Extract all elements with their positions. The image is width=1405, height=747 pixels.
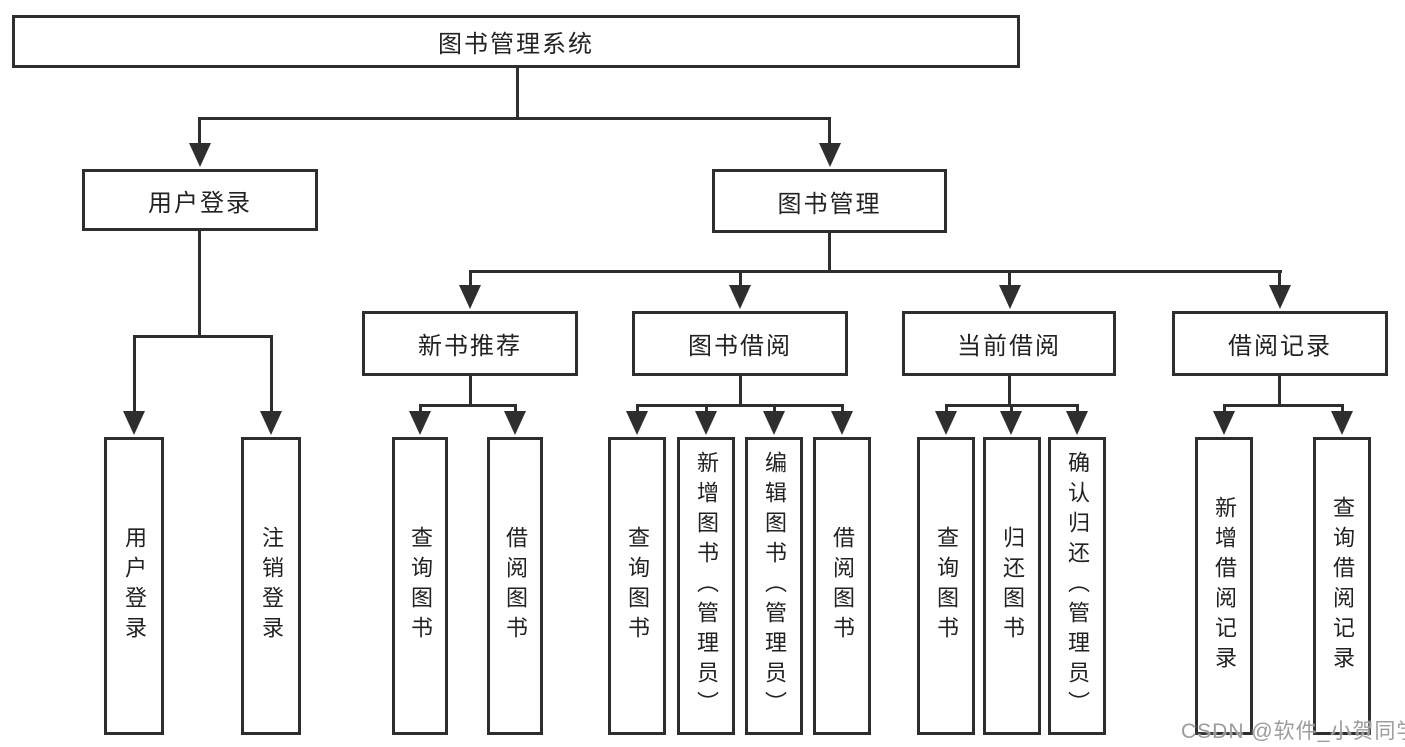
node-book-management-label: 图书管理: [777, 190, 882, 218]
arrowhead-down-icon: [1269, 285, 1291, 309]
node-bb-add-books-admin: 新增图书（管理员）: [677, 437, 735, 735]
connector: [739, 270, 742, 292]
node-borrowing-records-label: 借阅记录: [1228, 333, 1332, 360]
arrowhead-down-icon: [409, 411, 431, 435]
node-cb-return-books: 归还图书: [983, 437, 1041, 735]
connector: [419, 404, 422, 416]
arrowhead-down-icon: [459, 285, 481, 309]
connector: [514, 404, 517, 416]
arrowhead-down-icon: [189, 143, 211, 167]
arrowhead-down-icon: [1213, 411, 1235, 435]
connector: [828, 117, 831, 147]
node-login: 用户登录: [104, 437, 164, 735]
connector: [1278, 376, 1281, 407]
node-bb-edit-books-admin: 编辑图书（管理员）: [745, 437, 803, 735]
node-logout: 注销登录: [241, 437, 301, 735]
node-rec-borrow-books-label: 借阅图书: [503, 526, 528, 646]
node-user-login: 用户登录: [82, 169, 318, 231]
connector: [841, 404, 844, 416]
connector: [270, 335, 273, 415]
arrowhead-down-icon: [260, 411, 282, 435]
connector: [1223, 404, 1344, 407]
node-user-login-label: 用户登录: [148, 189, 252, 217]
node-rec-borrow-books: 借阅图书: [487, 437, 543, 735]
node-br-query-record-label: 查询借阅记录: [1330, 496, 1355, 676]
node-library-system-label: 图书管理系统: [438, 31, 594, 58]
connector: [1008, 376, 1011, 407]
arrowhead-down-icon: [1331, 411, 1353, 435]
arrowhead-down-icon: [763, 411, 785, 435]
arrowhead-down-icon: [935, 411, 957, 435]
node-bb-edit-books-admin-label: 编辑图书（管理员）: [762, 451, 787, 721]
node-rec-query-books-label: 查询图书: [408, 526, 433, 646]
connector: [773, 404, 776, 416]
connector: [1010, 404, 1013, 416]
connector: [636, 404, 844, 407]
node-new-book-recommend-label: 新书推荐: [418, 333, 522, 360]
node-current-borrowing-label: 当前借阅: [957, 333, 1061, 360]
arrowhead-down-icon: [626, 411, 648, 435]
arrowhead-down-icon: [999, 285, 1021, 309]
arrowhead-down-icon: [819, 143, 841, 167]
node-library-system: 图书管理系统: [12, 15, 1020, 68]
arrowhead-down-icon: [831, 411, 853, 435]
connector: [1341, 404, 1344, 416]
node-current-borrowing: 当前借阅: [902, 311, 1116, 376]
connector: [419, 404, 517, 407]
node-logout-label: 注销登录: [259, 526, 284, 646]
node-cb-return-books-label: 归还图书: [1000, 526, 1025, 646]
connector: [469, 270, 472, 292]
node-cb-query-books: 查询图书: [917, 437, 975, 735]
connector: [1008, 270, 1011, 292]
node-book-borrowing: 图书借阅: [632, 311, 848, 376]
node-cb-query-books-label: 查询图书: [934, 526, 959, 646]
node-rec-query-books: 查询图书: [392, 437, 448, 735]
arrowhead-down-icon: [1066, 411, 1088, 435]
node-bb-query-books: 查询图书: [608, 437, 666, 735]
connector: [516, 67, 519, 119]
connector: [636, 404, 639, 416]
connector: [705, 404, 708, 416]
connector: [1278, 270, 1281, 292]
arrowhead-down-icon: [695, 411, 717, 435]
arrowhead-down-icon: [504, 411, 526, 435]
connector: [828, 233, 831, 273]
node-book-management: 图书管理: [712, 169, 947, 233]
node-br-add-record: 新增借阅记录: [1195, 437, 1253, 735]
node-bb-borrow-books: 借阅图书: [813, 437, 871, 735]
connector: [739, 376, 742, 407]
node-bb-add-books-admin-label: 新增图书（管理员）: [694, 451, 719, 721]
connector: [945, 404, 948, 416]
node-bb-borrow-books-label: 借阅图书: [830, 526, 855, 646]
connector: [469, 376, 472, 407]
arrowhead-down-icon: [123, 411, 145, 435]
csdn-watermark: CSDN @软件_小贺同学: [1181, 720, 1405, 743]
connector: [469, 270, 1282, 273]
arrowhead-down-icon: [729, 285, 751, 309]
node-br-add-record-label: 新增借阅记录: [1212, 496, 1237, 676]
node-new-book-recommend: 新书推荐: [362, 311, 578, 376]
connector: [133, 335, 273, 338]
connector: [198, 117, 831, 120]
node-br-query-record: 查询借阅记录: [1313, 437, 1371, 735]
node-borrowing-records: 借阅记录: [1172, 311, 1388, 376]
arrowhead-down-icon: [1000, 411, 1022, 435]
node-login-label: 用户登录: [122, 526, 147, 646]
node-book-borrowing-label: 图书借阅: [688, 333, 792, 360]
node-bb-query-books-label: 查询图书: [625, 526, 650, 646]
connector: [1223, 404, 1226, 416]
connector: [198, 117, 201, 147]
connector: [133, 335, 136, 415]
connector: [1076, 404, 1079, 416]
node-cb-confirm-return-admin: 确认归还（管理员）: [1048, 437, 1106, 735]
connector: [198, 231, 201, 337]
node-cb-confirm-return-admin-label: 确认归还（管理员）: [1065, 451, 1090, 721]
